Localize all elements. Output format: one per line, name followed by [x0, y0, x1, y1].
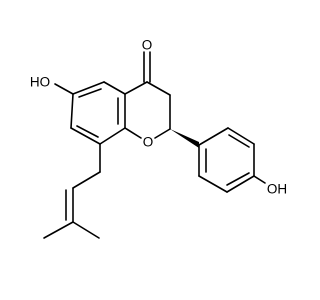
bond-c5-c6-inner — [78, 88, 102, 98]
ring-oxygen-label: O — [143, 135, 154, 150]
bond-c5p-c6p — [198, 175, 228, 193]
bond-c5-c6 — [72, 81, 105, 95]
bond-o1-c8a — [124, 127, 142, 139]
bond-c4a-c4 — [124, 81, 148, 95]
bond-c2p-c3p — [227, 127, 255, 145]
bond-c4-c3 — [146, 81, 171, 96]
hydroxyl-left-label: HO — [30, 75, 50, 90]
bond-c7-c8-inner — [76, 125, 99, 138]
bond-c-methyl-right — [72, 221, 100, 239]
bond-c7-c8 — [70, 127, 101, 145]
bond-c2-o1 — [154, 128, 171, 139]
bond-c4a-c5 — [103, 81, 126, 95]
molecule-structure: O HO O OH — [0, 0, 300, 300]
bond-c2p-c3p-inner — [228, 134, 250, 148]
bond-ch2-ch — [72, 171, 101, 189]
bond-c6-oh — [54, 83, 74, 95]
bond-c-methyl-left — [43, 221, 74, 239]
atom-labels: O HO O OH — [30, 38, 287, 197]
bond-c1p-c2p — [198, 127, 229, 146]
bond-c8-c8a — [99, 127, 126, 145]
ketone-oxygen-label: O — [142, 38, 153, 53]
bond-lines — [43, 51, 266, 239]
bond-c4p-c5p — [226, 175, 255, 193]
bond-c4p-c5p-inner — [226, 172, 250, 186]
background — [0, 0, 300, 300]
wedge-bond-c2-phenyl — [170, 129, 199, 148]
bond-c4p-oh — [253, 175, 266, 184]
bond-c6-c7 — [70, 93, 74, 129]
hydroxyl-right-label: OH — [267, 182, 287, 197]
